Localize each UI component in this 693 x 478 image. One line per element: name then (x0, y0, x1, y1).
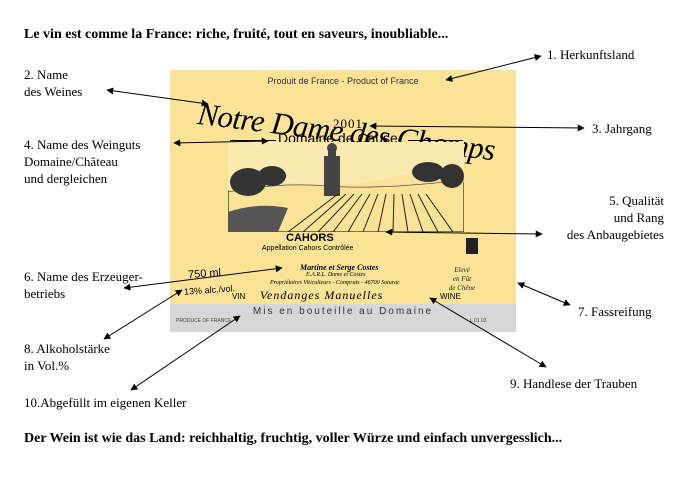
arrow-vintage (369, 122, 585, 132)
callout-barrel-aging: 7. Fassreifung (578, 304, 652, 319)
callout-estate-name: 4. Name des Weinguts Domaine/Château und… (24, 137, 141, 186)
callout-country-of-origin: 1. Herkunftsland (547, 47, 635, 62)
label-producer: Martine et Serge Costes (300, 263, 379, 272)
callout-hand-harvest: 9. Handlese der Trauben (510, 376, 638, 391)
arrow-estate-bottled (130, 315, 241, 391)
label-producer-address: Propriétaires Viticulteurs - Comprats - … (270, 280, 400, 286)
label-appellation: CAHORS (286, 232, 334, 244)
callout-vintage: 3. Jahrgang (592, 121, 652, 136)
label-vin: VIN (232, 292, 246, 301)
callout-estate-bottled: 10.Abgefüllt im eigenen Keller (24, 395, 187, 410)
divider (408, 140, 463, 141)
label-oak-aging: Elevé en Fût de Chêne (448, 266, 476, 292)
label-wine-word: WINE (440, 292, 461, 301)
label-origin-text: Produit de France - Product of France (267, 76, 419, 86)
label-appellation-sub: Appellation Cahors Contrôlée (262, 245, 354, 252)
producer-logo-icon (466, 238, 478, 254)
arrow-quality (385, 228, 543, 238)
label-vintage: 2001 (333, 116, 363, 131)
callout-quality: 5. Qualität und Rang des Anbaugebietes (566, 193, 664, 242)
headline-french: Le vin est comme la France: riche, fruit… (24, 27, 449, 42)
arrow-barrel (517, 282, 571, 306)
vineyard-illustration (228, 142, 464, 232)
callout-wine-name: 2. Name des Weines (24, 67, 83, 99)
arrow-wine-name (106, 87, 209, 107)
arrow-producer (123, 265, 283, 291)
label-producer-sub: E.A.R.L. Dame et Costes (306, 272, 366, 278)
arrow-country (445, 54, 542, 82)
headline-german: Der Wein ist wie das Land: reichhaltig, … (24, 431, 563, 446)
label-estate-bottled: Mis en bouteille au Domaine (252, 306, 434, 317)
callout-alcohol: 8. Alkoholstärke in Vol.% (24, 341, 110, 373)
label-vendanges: Vendanges Manuelles (260, 288, 384, 302)
arrow-hand-harvest (429, 297, 547, 368)
arrow-estate (173, 137, 269, 147)
arrow-alcohol (103, 289, 183, 340)
